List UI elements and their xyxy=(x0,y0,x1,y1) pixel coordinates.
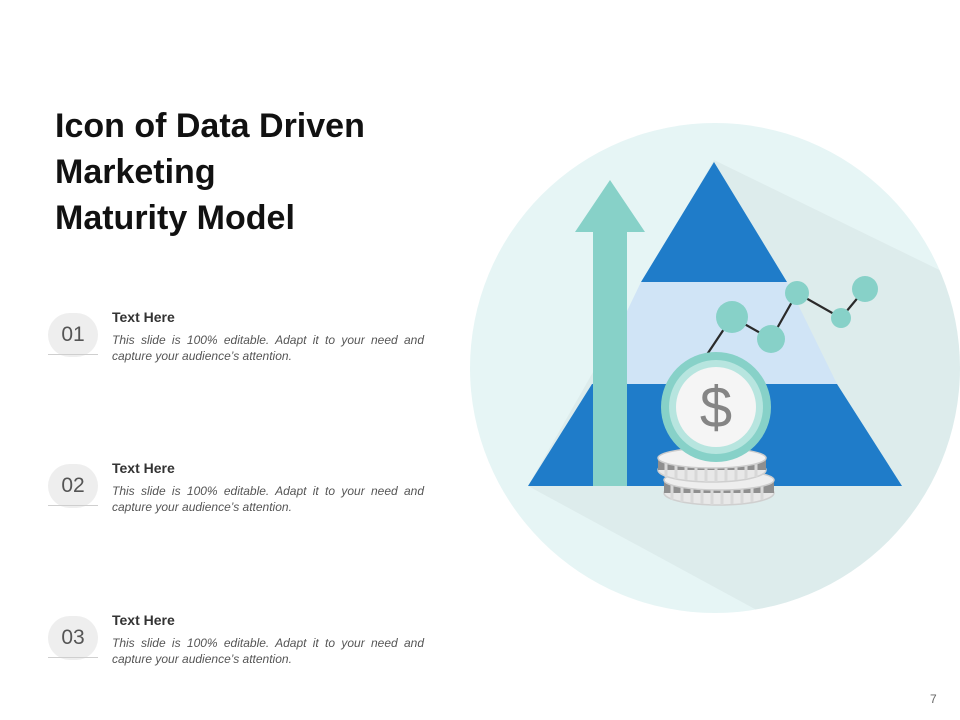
item-body: This slide is 100% editable. Adapt it to… xyxy=(112,636,424,666)
item-heading: Text Here xyxy=(112,460,175,476)
dollar-coin-icon: $ xyxy=(661,352,771,462)
number-underline xyxy=(48,505,98,506)
title-line-1: Icon of Data Driven xyxy=(55,107,365,145)
title-line-2: Marketing xyxy=(55,153,216,191)
pyramid-top-tier xyxy=(641,162,787,282)
item-heading: Text Here xyxy=(112,612,175,628)
number-badge: 01 xyxy=(48,313,98,357)
dollar-sign: $ xyxy=(700,375,732,440)
list-item-02: 02 Text Here This slide is 100% editable… xyxy=(44,458,434,528)
data-driven-marketing-illustration: $ xyxy=(470,123,960,613)
item-heading: Text Here xyxy=(112,309,175,325)
number-badge: 02 xyxy=(48,464,98,508)
growth-line-chart-icon xyxy=(705,276,878,357)
pyramid-middle-tier xyxy=(592,282,837,384)
item-body: This slide is 100% editable. Adapt it to… xyxy=(112,333,424,363)
title-line-3: Maturity Model xyxy=(55,199,295,237)
list-item-01: 01 Text Here This slide is 100% editable… xyxy=(44,307,434,377)
coin-stack-icon xyxy=(657,447,775,506)
slide-title: Icon of Data Driven Marketing Maturity M… xyxy=(55,103,435,241)
number-underline xyxy=(48,657,98,658)
list-item-03: 03 Text Here This slide is 100% editable… xyxy=(44,610,434,680)
number-underline xyxy=(48,354,98,355)
number-badge: 03 xyxy=(48,616,98,660)
item-body: This slide is 100% editable. Adapt it to… xyxy=(112,484,424,514)
page-number: 7 xyxy=(930,692,937,706)
up-arrow-icon xyxy=(575,180,645,486)
